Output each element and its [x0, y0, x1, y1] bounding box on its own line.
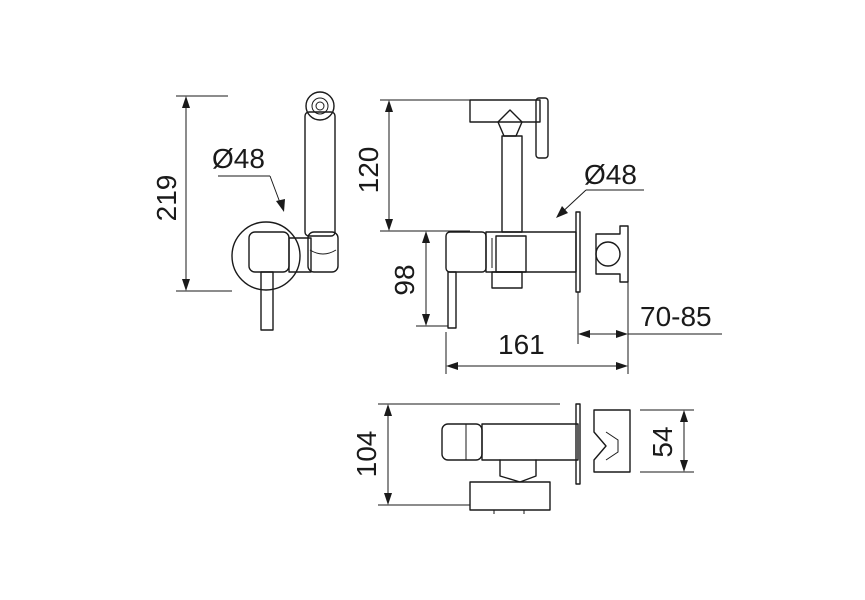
wall-rosette: [231, 221, 301, 291]
front-view: [176, 91, 339, 331]
dim-219: 219: [151, 175, 182, 222]
dim-54: 54: [647, 426, 678, 457]
side-view: [380, 97, 722, 374]
dim-diameter-right: Ø48: [584, 159, 637, 190]
hand-shower: [304, 111, 336, 237]
dim-diameter-left: Ø48: [212, 143, 265, 174]
shower-holder: [307, 231, 339, 273]
lever-handle: [260, 271, 274, 331]
dim-161: 161: [498, 329, 545, 360]
wall-plate: [575, 211, 581, 293]
dim-120: 120: [353, 147, 384, 194]
dim-104: 104: [351, 431, 382, 478]
dim-98: 98: [389, 264, 420, 295]
dim-70-85: 70-85: [640, 301, 712, 332]
top-view: [378, 403, 694, 514]
